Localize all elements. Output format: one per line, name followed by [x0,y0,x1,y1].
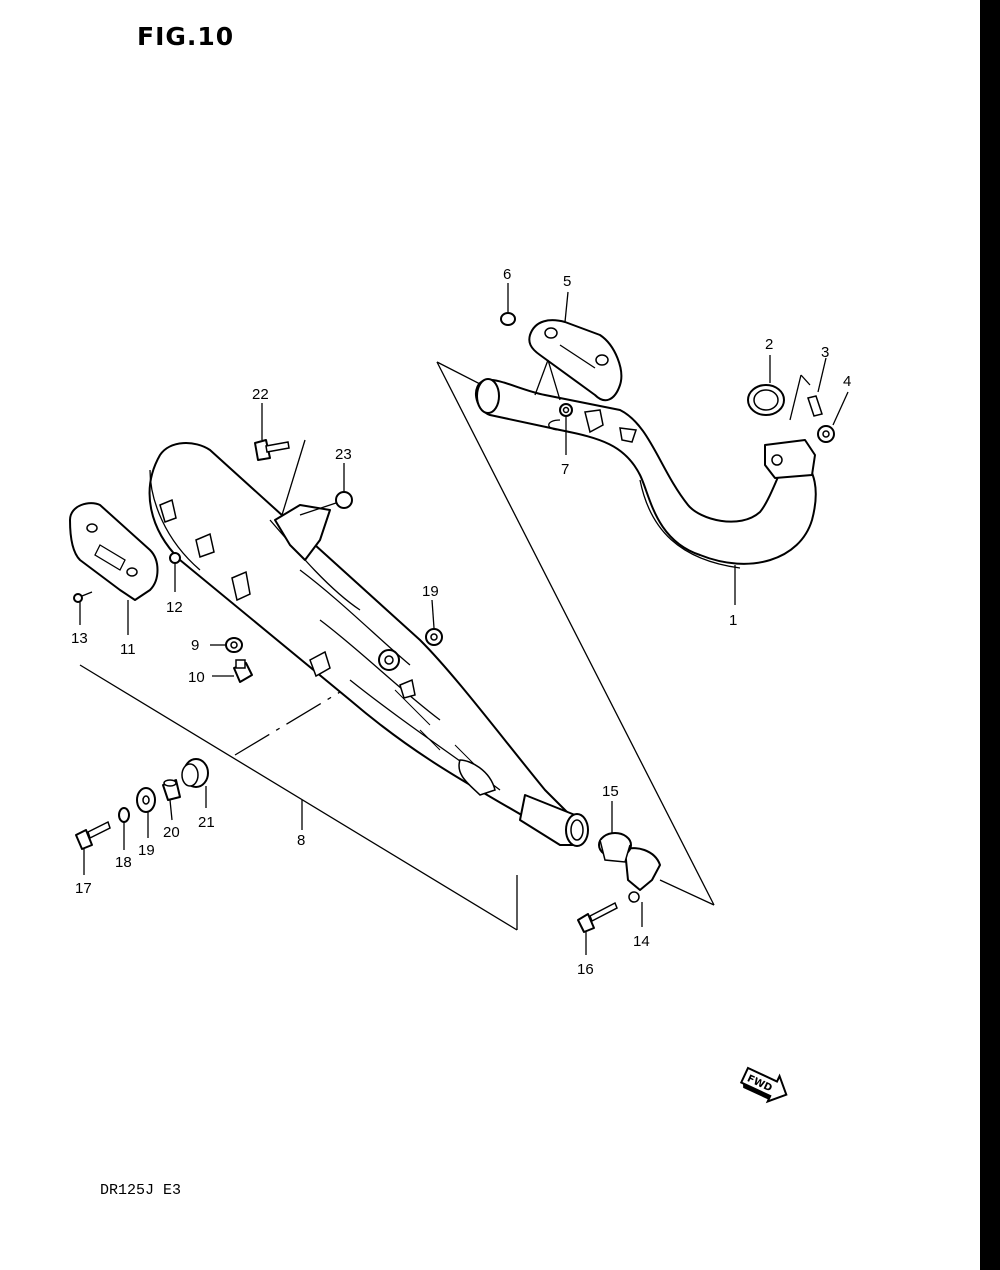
pipe-heat-protector [528,319,623,402]
callout-12: 12 [166,599,183,616]
plain-washer-a [136,787,156,813]
muffler-heat-protector [69,502,159,601]
callout-14: 14 [633,933,650,950]
callout-22: 22 [252,386,269,403]
muffler-bolt [233,659,253,683]
callout-19a: 19 [138,842,155,859]
callout-labels: 1 2 3 4 5 6 7 8 9 10 11 12 13 14 15 16 1… [71,266,851,978]
callout-5: 5 [563,273,571,290]
callout-17: 17 [75,880,92,897]
callout-19b: 19 [422,583,439,600]
exhaust-pipe [475,378,817,569]
bracket-nut [299,491,353,516]
callout-3: 3 [821,344,829,361]
plain-washer-b [425,628,443,646]
callout-15: 15 [602,783,619,800]
lock-washer [118,807,130,823]
figure-title: FIG.10 [137,22,235,51]
pipe-clamp [624,847,661,903]
callout-13: 13 [71,630,88,647]
pipe-connector [598,832,632,863]
leader-lines [79,283,849,955]
gasket [747,384,785,416]
pipe-group-outline [436,361,715,906]
muffler-mount-bolt [75,820,111,850]
callout-18: 18 [115,854,132,871]
callout-16: 16 [577,961,594,978]
callout-23: 23 [335,446,352,463]
stud-bolt [789,374,823,421]
callout-1: 1 [729,612,737,629]
protector-washer-small [169,552,181,564]
flange-nut [817,425,835,443]
callout-7: 7 [561,461,569,478]
callout-9: 9 [191,637,199,654]
callout-6: 6 [503,266,511,283]
protector-washer [559,403,573,417]
fwd-arrow-icon: FWD [739,1066,788,1104]
spacer-collar [162,779,181,801]
muffler-washer [225,637,243,653]
scan-edge [980,0,1000,1270]
callout-2: 2 [765,336,773,353]
clamp-bolt [577,901,618,933]
bracket-bolt [254,439,306,516]
protector-screw [73,591,93,603]
rubber-cushion [181,758,209,788]
callout-21: 21 [198,814,215,831]
model-code: DR125J E3 [100,1182,182,1199]
callout-10: 10 [188,669,205,686]
callout-11: 11 [120,641,136,658]
callout-20: 20 [163,824,180,841]
callout-8: 8 [297,832,305,849]
callout-4: 4 [843,373,851,390]
protector-nut [500,312,516,326]
muffler [148,442,589,847]
